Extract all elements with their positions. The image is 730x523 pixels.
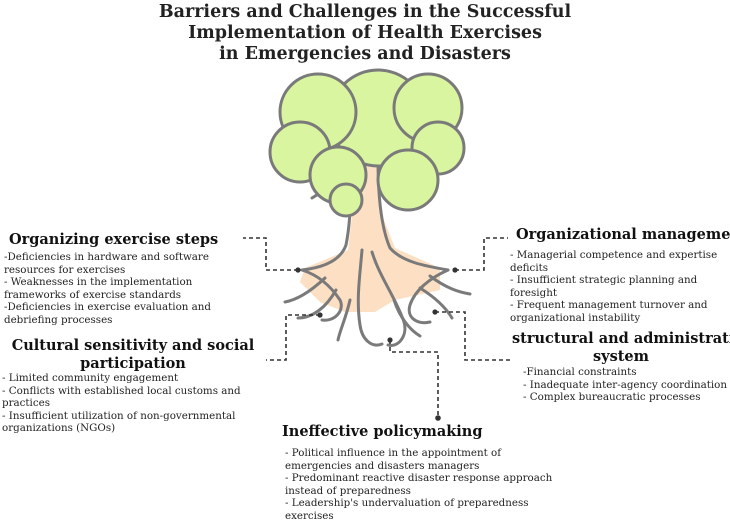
organizational-item: - Managerial competence and expertise de… — [510, 249, 718, 274]
structural-heading-line-1: structural and administrative — [512, 330, 730, 347]
connector-end-policy — [435, 415, 441, 421]
title-line-1: Barriers and Challenges in the Successfu… — [158, 2, 572, 22]
organizing-item: - Weaknesses in the implementation frame… — [4, 276, 193, 301]
organizing-heading: Organizing exercise steps — [9, 231, 219, 248]
organizing-item: -Deficiencies in exercise evaluation and… — [4, 301, 212, 326]
connector-policy — [389, 340, 439, 416]
connector-organizing — [243, 237, 298, 271]
connector-structural — [435, 311, 510, 361]
organizing-items: -Deficiencies in hardware and software r… — [4, 251, 242, 327]
organizational-item: - Insufficient strategic planning and fo… — [510, 274, 698, 299]
trunk-fill — [300, 160, 440, 312]
structural-item: - Inadequate inter-agency coordination — [523, 378, 728, 391]
organizational-items: - Managerial competence and expertise de… — [510, 249, 725, 325]
cultural-heading-line-2: participation — [80, 355, 186, 372]
cultural-item: - Limited community engagement — [2, 372, 179, 384]
connector-dot-organizational — [452, 267, 458, 273]
cultural-items: - Limited community engagement - Conflic… — [2, 372, 277, 435]
title-line-3: in Emergencies and Disasters — [219, 44, 511, 64]
cultural-heading: Cultural sensitivity and social particip… — [8, 337, 258, 373]
organizational-item: - Frequent management turnover and organ… — [510, 299, 708, 324]
cultural-item: - Insufficient utilization of non-govern… — [2, 409, 236, 435]
policy-item: - Predominant reactive disaster response… — [285, 472, 553, 497]
connector-dot-cultural — [317, 312, 323, 318]
connectors — [243, 237, 510, 416]
structural-item: -Financial constraints — [523, 366, 637, 378]
policy-item: - Political influence in the appointment… — [285, 447, 502, 472]
connector-organizational — [455, 237, 508, 271]
diagram-title: Barriers and Challenges in the Successfu… — [0, 2, 730, 65]
structural-heading: structural and administrative system — [512, 330, 730, 366]
connector-dot-policy — [387, 337, 393, 343]
connector-cultural — [266, 314, 320, 361]
cultural-heading-line-1: Cultural sensitivity and social — [11, 337, 255, 354]
structural-item: - Complex bureaucratic processes — [523, 391, 701, 404]
organizing-item: -Deficiencies in hardware and software r… — [4, 251, 209, 276]
structural-items: -Financial constraints - Inadequate inte… — [523, 366, 728, 404]
tree-illustration — [243, 68, 510, 421]
title-line-2: Implementation of Health Exercises — [188, 23, 542, 43]
structural-heading-line-2: system — [592, 348, 650, 365]
organizational-heading: Organizational management — [516, 226, 730, 243]
foliage — [268, 68, 466, 218]
cultural-item: - Conflicts with established local custo… — [2, 384, 241, 410]
connector-dot-organizing — [295, 267, 301, 273]
policy-heading: Ineffective policymaking — [282, 423, 483, 440]
policy-items: - Political influence in the appointment… — [285, 447, 565, 523]
connector-dot-structural — [432, 309, 438, 315]
roots — [283, 248, 472, 347]
